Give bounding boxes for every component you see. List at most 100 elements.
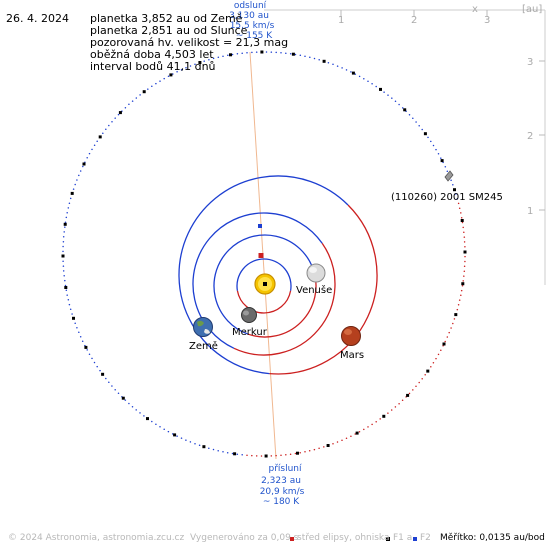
orbit-dot [86, 349, 88, 351]
orbit-dot [460, 216, 463, 219]
orbit-dot [176, 435, 178, 437]
date-label: 26. 4. 2024 [6, 12, 69, 25]
orbit-dot [62, 265, 65, 267]
orbit-dot [124, 399, 127, 401]
orbit-dot [111, 385, 113, 387]
x-tick-label: 3 [484, 15, 490, 26]
orbit-dot [108, 381, 110, 384]
asteroid-orbit [61, 50, 467, 458]
orbit-position-marker [403, 108, 407, 112]
orbit-dot [415, 121, 417, 123]
orbit-dot [354, 73, 357, 75]
orbit-dot [430, 366, 432, 368]
orbit-dot [367, 426, 369, 428]
orbit-dot [105, 128, 107, 131]
orbit-dot [383, 91, 385, 93]
orbit-dot [217, 449, 219, 452]
orbit-dot [456, 308, 459, 311]
orbit-dot [418, 124, 420, 127]
orbit-dot [172, 73, 174, 75]
orbit-dot [189, 441, 192, 443]
orbit-dot [96, 140, 98, 142]
orbit-dot [446, 170, 449, 172]
orbit-dot [275, 51, 277, 54]
orbit-dot [354, 433, 356, 435]
orbit-dot [86, 157, 88, 159]
orbit-dot [412, 389, 414, 391]
orbit-dot [236, 53, 239, 55]
orbit-dot [412, 117, 414, 120]
orbit-dot [79, 336, 82, 338]
orbit-dot [304, 55, 306, 58]
orbit-dot [358, 431, 361, 433]
orbit-dot [462, 280, 464, 282]
info-line-3: pozorovaná hv. velikost = 21,3 mag [90, 36, 289, 49]
orbit-dot [231, 53, 234, 56]
orbit-dot [227, 54, 229, 57]
orbit-position-marker [460, 219, 464, 222]
y-tick-label: 1 [527, 206, 533, 217]
axis-unit-label: [au] [522, 4, 542, 15]
orbit-dot [285, 52, 287, 54]
orbit-dot [251, 51, 253, 54]
orbit-dot [185, 67, 187, 69]
orbit-dot [379, 418, 381, 420]
orbit-dot [452, 184, 454, 186]
orbit-dot [131, 100, 134, 102]
orbit-dot [401, 399, 404, 402]
orbit-dot [275, 454, 277, 457]
orbit-dot [167, 430, 170, 433]
legend-center-text: střed elipsy, ohniska [297, 533, 390, 543]
orbit-dot [270, 51, 273, 53]
orbit-dot [159, 80, 161, 82]
orbit-dot [64, 226, 66, 228]
perihelion-distance: 2,323 au [261, 476, 301, 486]
orbit-dot [71, 313, 73, 315]
orbit-dot [375, 85, 377, 88]
orbit-dot [398, 103, 400, 106]
orbit-dot [458, 299, 461, 301]
orbit-dot [446, 336, 449, 338]
orbit-dot [435, 357, 437, 360]
orbit-position-marker [453, 188, 456, 192]
venus-orbit-north [213, 234, 314, 335]
mars [341, 326, 361, 346]
orbit-dot [194, 442, 196, 445]
orbit-dot [280, 454, 282, 457]
orbit-dot [68, 303, 71, 306]
orbit-dot [289, 53, 292, 55]
info-line-4: oběžná doba 4,503 let [90, 48, 214, 61]
orbit-dot [96, 365, 98, 368]
legend-f2-marker [413, 537, 417, 541]
orbit-dot [208, 58, 210, 61]
orbit-dot [308, 449, 311, 452]
orbit-dot [159, 426, 161, 428]
orbit-dot [93, 144, 96, 146]
orbit-dot [189, 65, 192, 67]
orbit-position-marker [461, 282, 465, 286]
earth-label: Země [189, 340, 218, 352]
legend-center-marker [290, 537, 294, 541]
perihelion-temp: ~ 180 K [263, 497, 300, 507]
orbit-dot [131, 405, 134, 408]
legend-f1-marker [386, 537, 390, 541]
aphelion-speed: 15,5 km/s [230, 21, 275, 31]
orbit-position-marker [260, 50, 264, 54]
orbit-dot [117, 392, 120, 394]
venus-orbit-south [247, 268, 317, 338]
perihelion-speed: 20,9 km/s [260, 487, 305, 497]
orbit-dot [415, 385, 417, 387]
orbit-dot [450, 327, 452, 329]
orbit-dot [463, 231, 465, 233]
orbit-dot [62, 245, 64, 248]
orbit-dot [246, 51, 248, 54]
orbit-dot [437, 353, 440, 356]
orbit-dot [444, 166, 447, 168]
orbit-position-marker [121, 396, 125, 400]
info-line-2: planetka 2,851 au od Slunce [90, 24, 248, 37]
orbit-dot [421, 128, 423, 131]
orbit-dot [464, 246, 466, 248]
ellipse-center-marker [258, 253, 264, 258]
generated-text: Vygenerováno za 0,09 s [190, 533, 299, 543]
